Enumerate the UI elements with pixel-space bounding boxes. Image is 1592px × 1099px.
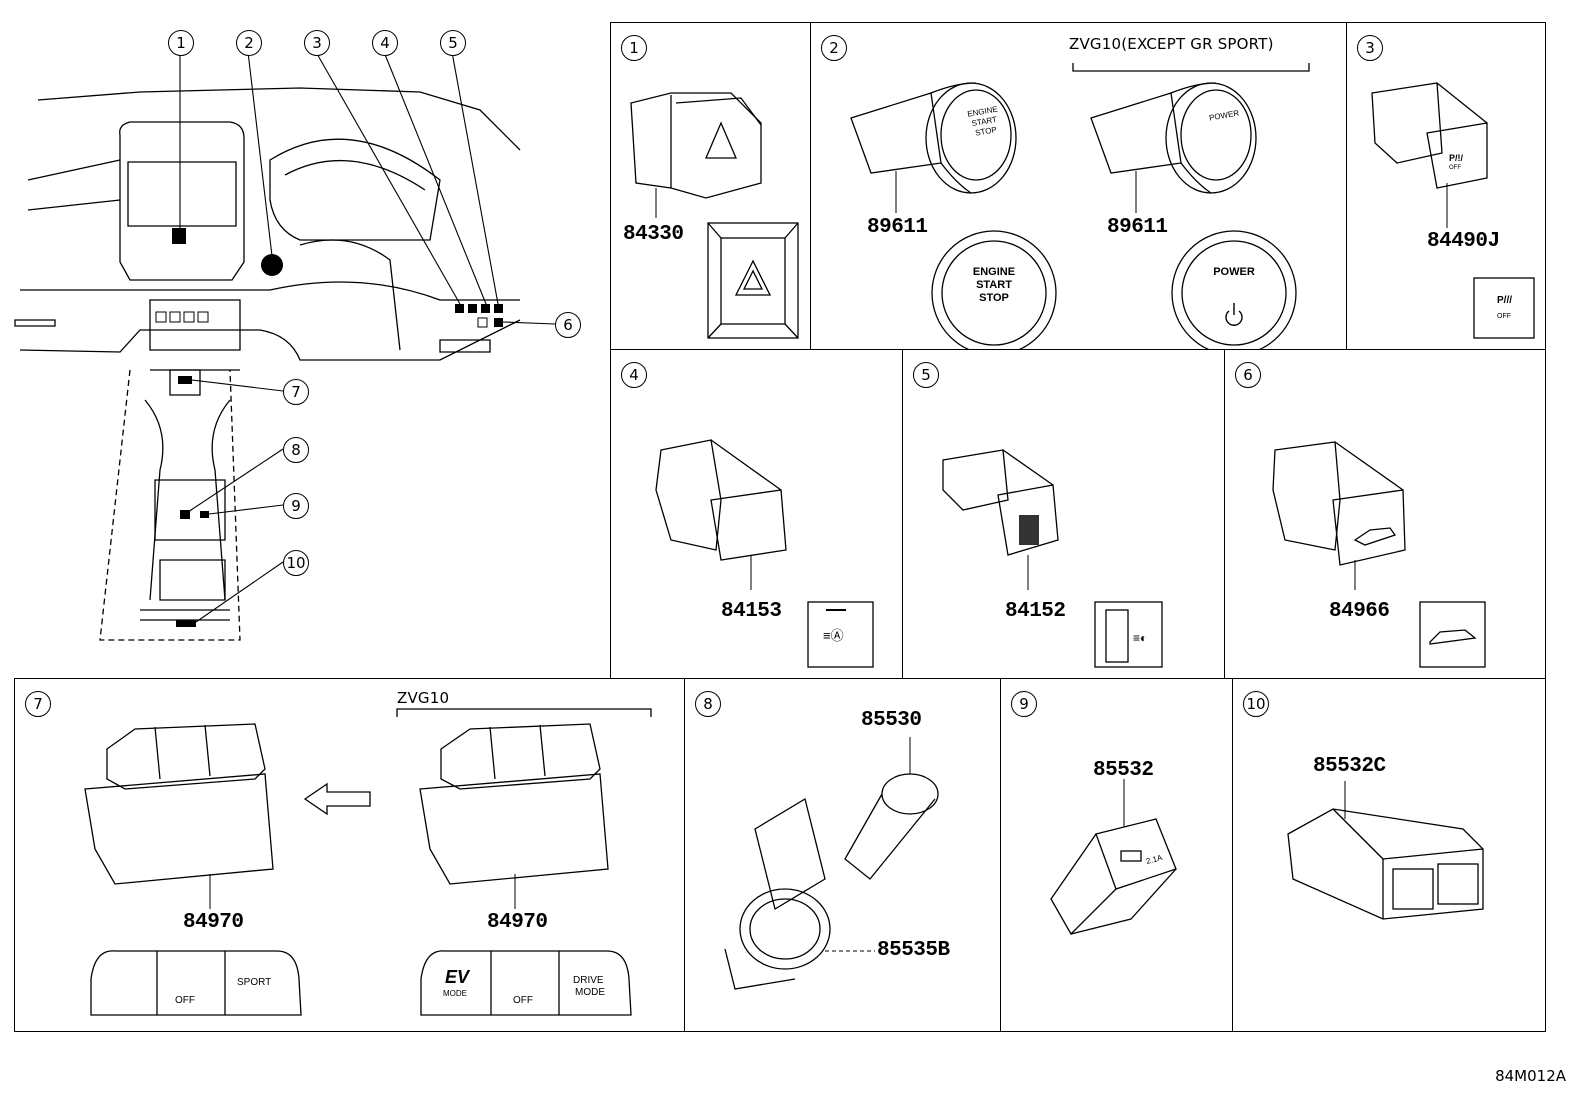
part-number-84970-variant: 84970 (487, 911, 548, 934)
part-number-84490J: 84490J (1427, 230, 1500, 253)
callout-9: 9 (283, 493, 309, 519)
panel-6-rear-hatch-switch: 6 84966 (1224, 349, 1546, 680)
panel-number: 3 (1357, 35, 1383, 61)
panel-1-hazard-switch: 1 84330 (610, 22, 812, 351)
callout-4: 4 (372, 30, 398, 56)
headlamp-auto-icon: ≡Ⓐ (655, 439, 874, 668)
usb-charger-icon (1287, 781, 1484, 920)
drive-mode-switch-icon (84, 708, 652, 1016)
panel-10-usb-charger: 10 85532C (1232, 678, 1546, 1032)
parking-sensor-off-icon: P/!/ P/// (1371, 82, 1535, 339)
panel-9-usb-port: 9 2.1A 85532 (1000, 678, 1234, 1032)
small-start-button-label: ENGINE START STOP (967, 105, 1002, 140)
label-line-1: ENGINE (972, 266, 1016, 278)
panel-4-headlamp-switch: 4 ≡Ⓐ 84153 (610, 349, 904, 680)
start-stop-button-icon (850, 63, 1310, 350)
panel-7-drive-mode-switch: 7 ZVG10 84970 84970 OFF SPORT EV MODE OF… (14, 678, 686, 1032)
panel-number: 2 (821, 35, 847, 61)
face-ev-label: EV (445, 967, 470, 987)
power-outlet-icon (724, 737, 939, 990)
panel-number: 9 (1011, 691, 1037, 717)
face-off-label-variant: OFF (513, 995, 533, 1006)
label-line-2: START (976, 279, 1012, 291)
start-button-location-mark (261, 254, 283, 276)
callout-1: 1 (168, 30, 194, 56)
panel-5-leveling-switch: 5 ≡◐ 84152 (902, 349, 1226, 680)
panel-number: 5 (913, 362, 939, 388)
callout-10: 10 (283, 550, 309, 576)
label-line-3: STOP (979, 292, 1009, 304)
panel-8-power-outlet: 8 85530 85535B (684, 678, 1002, 1032)
headlamp-leveling-icon: ≡◐ (942, 449, 1163, 668)
face-drive-mode-label: MODE (575, 987, 605, 998)
part-number-85532: 85532 (1093, 759, 1154, 782)
panel-2-start-button: 2 ZVG10(EXCEPT GR SPORT) ENGINE START (810, 22, 1348, 351)
face-ev-mode-label: MODE (443, 989, 467, 998)
part-number-85530: 85530 (861, 709, 922, 732)
rear-hatch-icon (1272, 441, 1486, 668)
power-button-label: POWER (1213, 266, 1255, 278)
part-number-84330: 84330 (623, 223, 684, 246)
panel-number: 1 (621, 35, 647, 61)
panel-number: 7 (25, 691, 51, 717)
callout-2: 2 (236, 30, 262, 56)
part-number-85532C: 85532C (1313, 755, 1386, 778)
face-off-label: OFF (175, 995, 195, 1006)
face-drive-label: DRIVE (573, 975, 604, 986)
svg-text:P/!/: P/!/ (1449, 153, 1464, 163)
callout-7: 7 (283, 379, 309, 405)
icon-off-label: OFF (1497, 313, 1511, 320)
variant-note: ZVG10(EXCEPT GR SPORT) (1069, 35, 1274, 53)
hazard-switch-icon (630, 92, 799, 339)
callout-8: 8 (283, 437, 309, 463)
switch-off-label: OFF (1449, 165, 1461, 171)
dashboard-overview-drawing (14, 51, 556, 641)
panel-number: 4 (621, 362, 647, 388)
hazard-location-mark (172, 228, 186, 244)
callout-3: 3 (304, 30, 330, 56)
part-number-84153: 84153 (721, 600, 782, 623)
part-number-84970: 84970 (183, 911, 244, 934)
svg-text:≡Ⓐ: ≡Ⓐ (823, 628, 844, 643)
callout-5: 5 (440, 30, 466, 56)
part-number-84966: 84966 (1329, 600, 1390, 623)
panel-number: 6 (1235, 362, 1261, 388)
panel-number: 8 (695, 691, 721, 717)
variant-note: ZVG10 (397, 689, 450, 707)
illustration-code: 84M012A (1495, 1067, 1566, 1085)
svg-text:P///: P/// (1497, 295, 1512, 306)
engine-start-stop-label: ENGINE START STOP (961, 266, 1027, 305)
panel-number: 10 (1243, 691, 1269, 717)
svg-text:≡◐: ≡◐ (1133, 631, 1147, 645)
part-number-84152: 84152 (1005, 600, 1066, 623)
part-number-89611: 89611 (867, 216, 928, 239)
callout-6: 6 (555, 312, 581, 338)
part-number-89611-variant: 89611 (1107, 216, 1168, 239)
part-number-85535B: 85535B (877, 939, 950, 962)
usb-port-icon (1050, 779, 1177, 936)
face-sport-label: SPORT (237, 977, 272, 988)
panel-3-parking-sensor-switch: 3 P/!/ P/// OFF OFF 84490J (1346, 22, 1546, 351)
